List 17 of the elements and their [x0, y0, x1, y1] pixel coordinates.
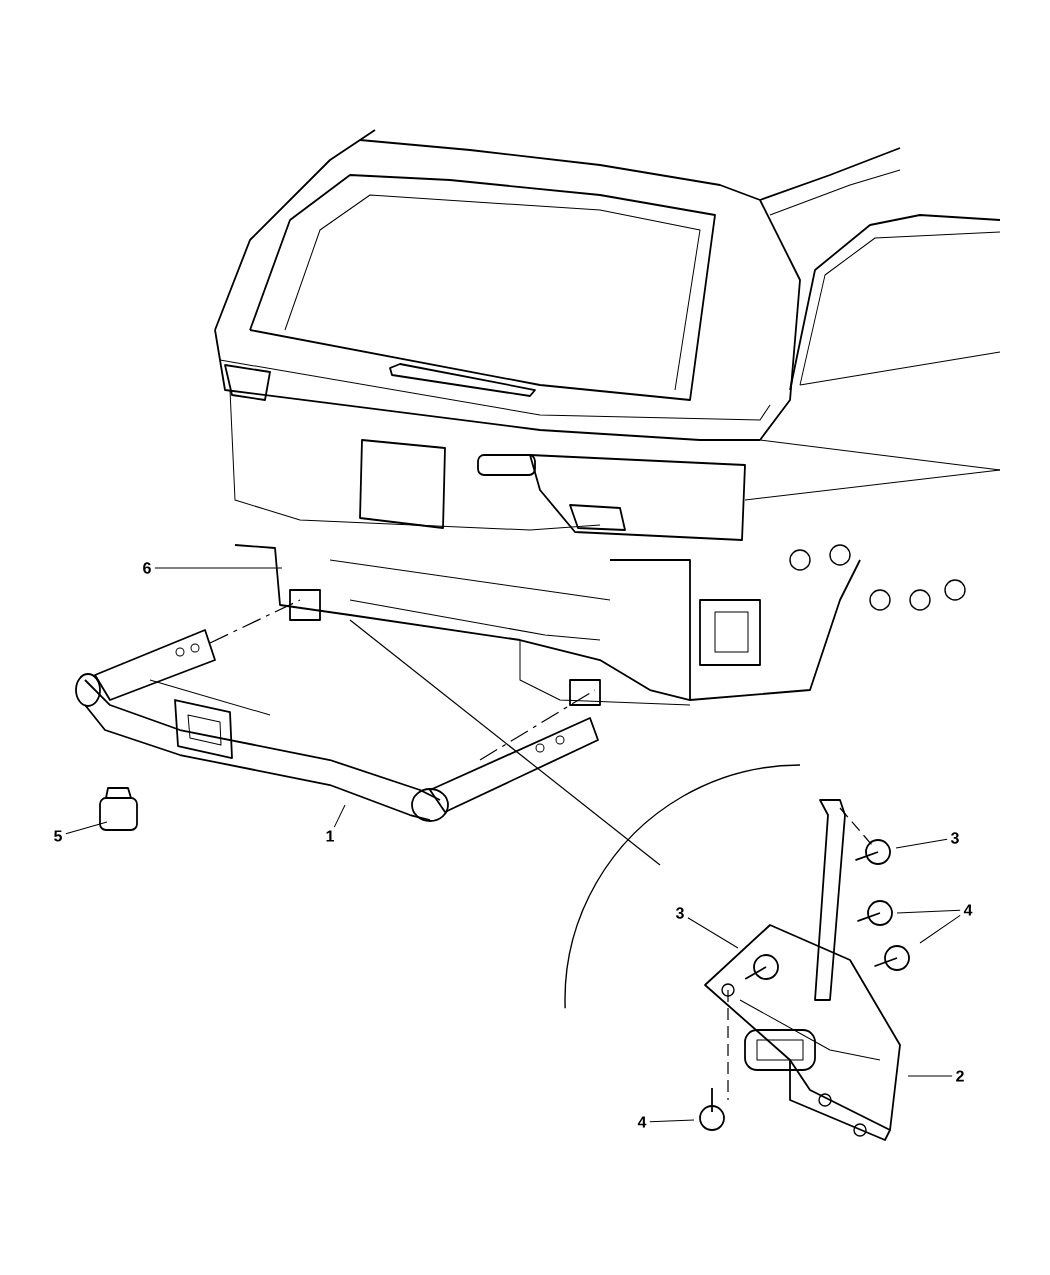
callout-number: 5 — [54, 830, 62, 842]
callout-number: 4 — [963, 904, 973, 916]
leader-line — [896, 909, 961, 914]
leader-line — [907, 1075, 953, 1077]
callout-number: 6 — [143, 562, 151, 574]
leader-line — [649, 1119, 695, 1123]
leader-line — [687, 917, 739, 949]
leader-line — [919, 914, 961, 944]
leader-line — [333, 804, 346, 828]
callout-number: 4 — [637, 1116, 647, 1128]
leader-line — [154, 567, 283, 569]
callout-number: 2 — [956, 1070, 964, 1082]
leader-line — [895, 838, 948, 849]
callout-number: 3 — [675, 907, 684, 919]
leader-line — [65, 821, 108, 835]
callout-number: 1 — [326, 830, 334, 842]
callout-number: 3 — [950, 832, 959, 844]
